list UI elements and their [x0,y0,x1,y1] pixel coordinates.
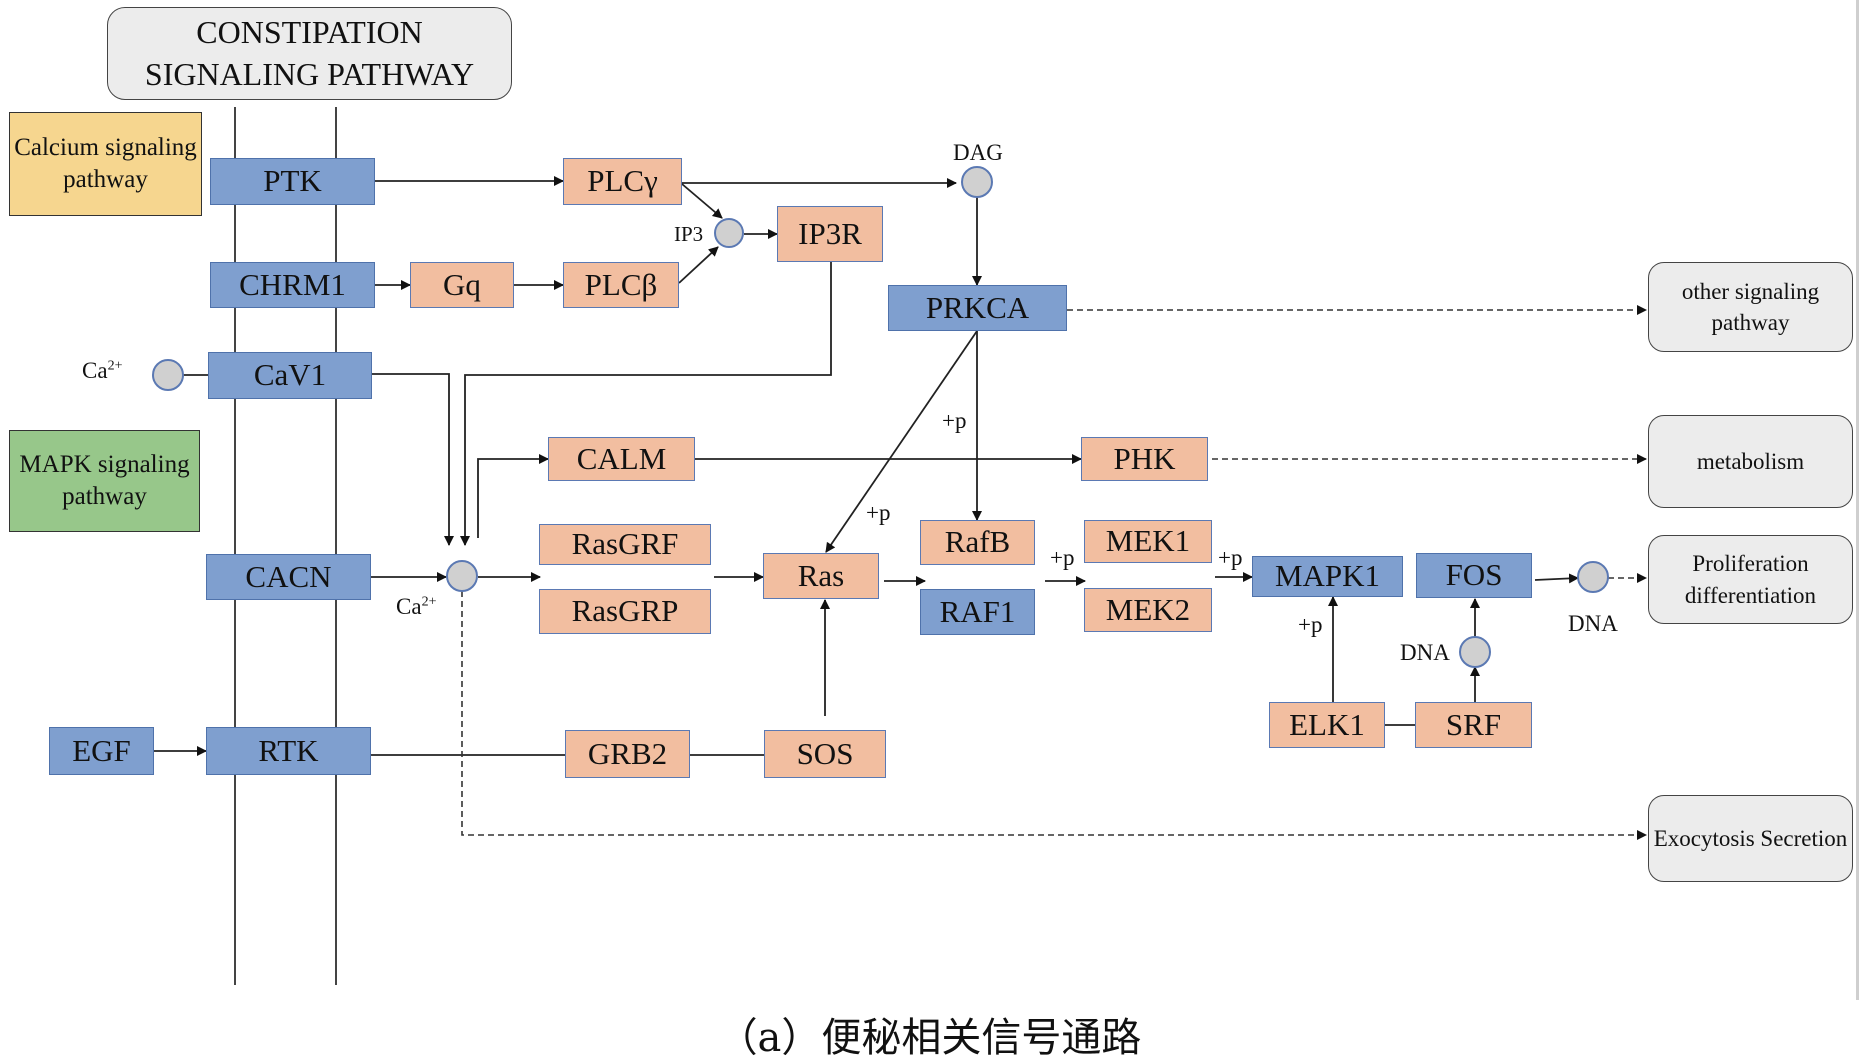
dna-mid-molecule [1459,636,1491,668]
ip3-molecule [714,218,744,248]
calcium-pathway-label: Calcium signaling pathway [9,112,202,216]
node-grb2[interactable]: GRB2 [565,730,690,778]
figure-caption: （a）便秘相关信号通路 [717,1015,1142,1061]
ca-external-molecule [152,359,184,391]
node-calm[interactable]: CALM [548,437,695,481]
edge-plcg-ip3 [681,183,723,219]
node-plcb[interactable]: PLCβ [563,262,679,308]
node-sos[interactable]: SOS [764,730,886,778]
node-prkca[interactable]: PRKCA [888,285,1067,331]
ca-internal-label: Ca2+ [396,594,436,620]
ca-external-label: Ca2+ [82,358,122,384]
node-fos[interactable]: FOS [1416,553,1532,598]
node-chrm1[interactable]: CHRM1 [210,262,375,308]
node-rasgrf[interactable]: RasGRF [539,524,711,565]
node-ip3r[interactable]: IP3R [777,206,883,262]
edge-cav1-ca [372,373,454,546]
edge-plcb-ip3 [678,246,719,284]
edge-ip3r-ca [460,262,832,546]
edge-ca-calm [477,454,549,538]
node-srf[interactable]: SRF [1415,702,1532,748]
node-gq[interactable]: Gq [410,262,514,308]
node-plcg[interactable]: PLCγ [563,158,682,205]
dna-right-molecule [1577,561,1609,593]
node-ras[interactable]: Ras [763,553,879,599]
node-ptk[interactable]: PTK [210,158,375,205]
node-rasgrp[interactable]: RasGRP [539,589,711,634]
ca-external-charge: 2+ [107,358,123,374]
node-rtk[interactable]: RTK [206,727,371,775]
edge-prkca-ras [825,330,978,553]
node-mek2[interactable]: MEK2 [1084,588,1212,632]
dag-label: DAG [953,140,1003,165]
node-cav1[interactable]: CaV1 [208,352,372,399]
mapk-pathway-label: MAPK signaling pathway [9,430,200,532]
node-mek1[interactable]: MEK1 [1084,520,1212,563]
node-cacn[interactable]: CACN [206,554,371,600]
phos-label-raf-mek: +p [1050,545,1075,570]
ca-external-text: Ca [82,358,108,383]
node-egf[interactable]: EGF [49,727,154,775]
node-phk[interactable]: PHK [1081,437,1208,481]
phos-label-elk1-mapk1: +p [1298,612,1323,637]
ip3-label: IP3 [674,222,704,246]
outcome-other-signaling[interactable]: other signaling pathway [1648,262,1853,352]
page-edge-divider [1856,0,1859,1000]
node-raf1[interactable]: RAF1 [920,589,1035,635]
outcome-metabolism[interactable]: metabolism [1648,415,1853,508]
ca-internal-molecule [446,560,478,592]
outcome-exocytosis[interactable]: Exocytosis Secretion [1648,795,1853,882]
ca-internal-text: Ca [396,594,422,619]
node-elk1[interactable]: ELK1 [1269,702,1385,748]
outcome-proliferation[interactable]: Proliferation differentiation [1648,535,1853,624]
phos-label-prkca-rafb: +p [942,408,967,433]
edge-fos-dna [1534,573,1579,584]
dag-molecule [961,166,993,198]
dna-right-label: DNA [1568,611,1618,636]
diagram-title: CONSTIPATION SIGNALING PATHWAY [107,7,512,100]
edge-ca-exocytosis [461,591,1647,840]
phos-label-prkca-ras: +p [866,500,891,525]
node-mapk1[interactable]: MAPK1 [1252,556,1403,597]
ca-internal-charge: 2+ [421,594,437,610]
node-rafb[interactable]: RafB [920,520,1035,565]
phos-label-mek-mapk1: +p [1218,545,1243,570]
dna-mid-label: DNA [1400,640,1450,665]
